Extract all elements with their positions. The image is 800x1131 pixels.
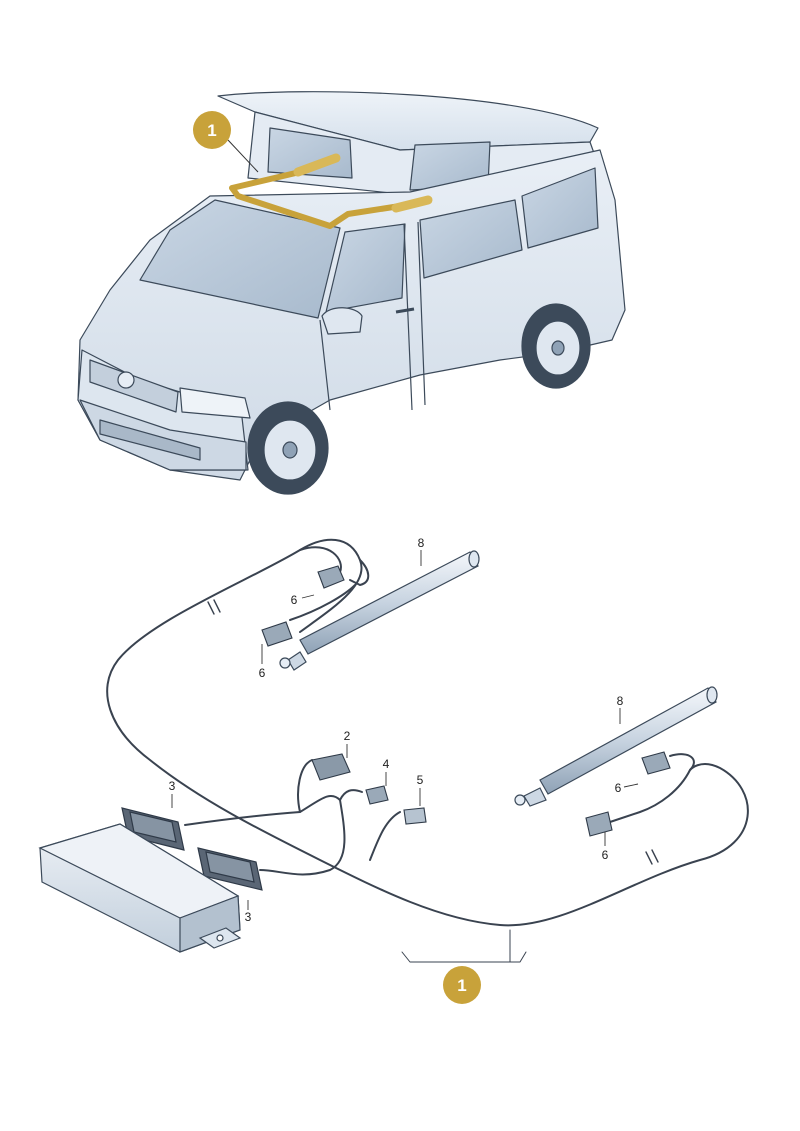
label-plug-upper: 3 (169, 779, 176, 793)
label-connector-5: 5 (417, 773, 424, 787)
connector-4 (365, 785, 389, 805)
door-handle (395, 307, 415, 314)
harness-branch-4 (339, 789, 363, 801)
bumper (79, 399, 247, 471)
vw-logo (117, 371, 135, 389)
label-connector-lower: 6 (259, 666, 266, 680)
wiring-harness (106, 538, 749, 963)
connector-6-right-upper (641, 751, 671, 775)
harness-main-loop (106, 538, 749, 927)
label-connector-upper: 6 (291, 593, 298, 607)
label-connector-2: 2 (344, 729, 351, 743)
connector-6-lower (261, 621, 293, 647)
label-plug-lower: 3 (245, 910, 252, 924)
callout-top: 1 (193, 111, 231, 149)
connector-6-upper (317, 565, 345, 589)
break-mark-right (645, 849, 659, 865)
harness-branch-right (609, 753, 695, 823)
multi-pin-plugs (121, 807, 263, 891)
control-unit-box (38, 823, 242, 953)
harness-branch-2 (297, 759, 313, 813)
roof-canopy (217, 91, 599, 151)
bottom-bracket (401, 929, 527, 963)
side-window-mid (419, 199, 523, 279)
connectors (261, 565, 671, 837)
headlight (179, 387, 251, 419)
side-window-front (325, 223, 406, 313)
van-illustration (77, 91, 626, 495)
gas-strut-upper (279, 550, 480, 671)
side-mirror (321, 307, 363, 335)
label-strut-upper: 8 (418, 536, 425, 550)
harness-branch-5 (369, 811, 401, 861)
van-harness-highlight (229, 153, 433, 229)
label-strut-lower: 8 (617, 694, 624, 708)
roof-tent-window-left (267, 127, 353, 179)
part-label-leaders (171, 550, 639, 910)
break-mark-left (207, 599, 221, 615)
callout-top-label: 1 (207, 121, 216, 140)
gas-strut-lower (514, 686, 718, 807)
side-window-rear (521, 167, 599, 249)
rear-wheel (521, 303, 591, 389)
lower-grille (99, 419, 201, 461)
harness-branch-to-6 (289, 584, 356, 621)
front-wheel (247, 401, 329, 495)
grille (89, 359, 179, 413)
door-lines (319, 221, 426, 411)
callout-bottom-label: 1 (457, 976, 466, 995)
label-connector-right-upper: 6 (615, 781, 622, 795)
connector-6-right-lower (585, 811, 613, 837)
connector-2 (311, 753, 351, 781)
callout-bottom: 1 (443, 966, 481, 1004)
connector-5 (403, 807, 427, 825)
harness-branch-upper (299, 546, 370, 586)
callout-top-leader (227, 139, 259, 173)
label-connector-right-lower: 6 (602, 848, 609, 862)
label-connector-4: 4 (383, 757, 390, 771)
